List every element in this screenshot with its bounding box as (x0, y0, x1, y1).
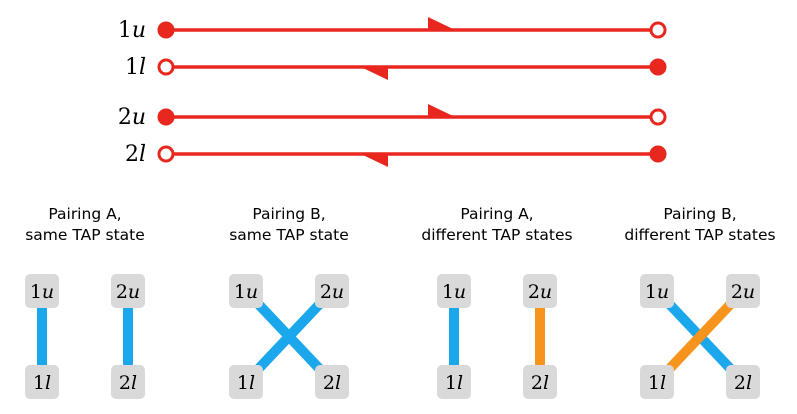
node-label: 1l (237, 372, 255, 394)
node-label: 1l (648, 372, 666, 394)
node-box (640, 274, 674, 308)
line-1l: 1l (125, 55, 667, 80)
node-label: 2u (528, 281, 552, 303)
arrow-right-icon (428, 104, 452, 116)
arrow-right-icon (428, 17, 452, 29)
panel-caption: Pairing B,same TAP state (229, 205, 349, 244)
node-1u: 1u (25, 274, 59, 308)
open-dot-icon (649, 21, 667, 39)
node-box (229, 365, 263, 399)
node-2l: 2l (726, 365, 760, 399)
node-label: 1l (445, 372, 463, 394)
node-2u: 2u (315, 274, 349, 308)
arrow-left-icon (364, 155, 388, 167)
node-1l: 1l (640, 365, 674, 399)
node-label: 1u (442, 281, 466, 303)
node-box (437, 274, 471, 308)
panel-3: Pairing A,different TAP states 1u 2u 1l 2l (421, 205, 573, 399)
node-box (726, 365, 760, 399)
node-label: 1u (30, 281, 54, 303)
line-label-2u: 2u (118, 105, 146, 130)
filled-dot-icon (157, 108, 175, 126)
node-box (229, 274, 263, 308)
node-box (25, 365, 59, 399)
node-label: 2u (320, 281, 344, 303)
node-box (640, 365, 674, 399)
panel-caption: Pairing B,different TAP states (624, 205, 775, 244)
node-label: 2l (323, 372, 341, 394)
node-label: 2u (731, 281, 755, 303)
line-label-1l: 1l (125, 55, 146, 80)
open-dot-icon (649, 108, 667, 126)
panel-caption: Pairing A,same TAP state (25, 205, 145, 244)
node-1l: 1l (437, 365, 471, 399)
open-dot-icon (157, 58, 175, 76)
panel-1: Pairing A,same TAP state 1u 2u 1l 2l (25, 205, 145, 399)
node-label: 2l (531, 372, 549, 394)
panel-4: Pairing B,different TAP states 1u 2u 1l 2l (624, 205, 776, 399)
node-label: 1l (33, 372, 51, 394)
node-2l: 2l (523, 365, 557, 399)
line-2u: 2u (118, 104, 667, 130)
node-box (523, 365, 557, 399)
node-label: 2l (734, 372, 752, 394)
open-dot-icon (157, 145, 175, 163)
node-box (315, 274, 349, 308)
node-box (315, 365, 349, 399)
node-box (726, 274, 760, 308)
filled-dot-icon (649, 58, 667, 76)
node-2u: 2u (523, 274, 557, 308)
panel-2: Pairing B,same TAP state 1u 2u 1l 2l (229, 205, 349, 399)
node-label: 1u (234, 281, 258, 303)
line-1u: 1u (118, 17, 667, 43)
node-1u: 1u (437, 274, 471, 308)
panel-caption: Pairing A,different TAP states (421, 205, 572, 244)
line-label-1u: 1u (118, 18, 146, 43)
node-label: 1u (645, 281, 669, 303)
node-2u: 2u (111, 274, 145, 308)
line-label-2l: 2l (125, 142, 146, 167)
node-1l: 1l (229, 365, 263, 399)
node-1u: 1u (640, 274, 674, 308)
node-box (111, 365, 145, 399)
arrow-left-icon (364, 68, 388, 80)
node-box (25, 274, 59, 308)
filled-dot-icon (649, 145, 667, 163)
node-label: 2u (116, 281, 140, 303)
node-2l: 2l (315, 365, 349, 399)
node-2l: 2l (111, 365, 145, 399)
node-label: 2l (119, 372, 137, 394)
line-2l: 2l (125, 142, 667, 167)
node-box (523, 274, 557, 308)
node-1l: 1l (25, 365, 59, 399)
node-box (437, 365, 471, 399)
node-2u: 2u (726, 274, 760, 308)
node-box (111, 274, 145, 308)
propagator-lines: 1u 1l 2u 2l (118, 17, 667, 167)
filled-dot-icon (157, 21, 175, 39)
node-1u: 1u (229, 274, 263, 308)
